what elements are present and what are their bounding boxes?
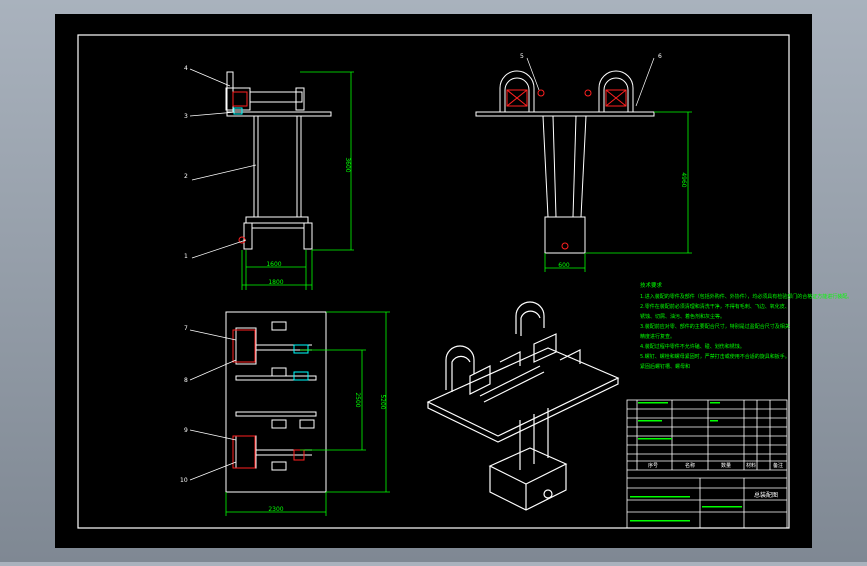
tb-col-name: 序号 bbox=[648, 462, 658, 469]
notes-line-7: 5.螺钉、螺栓和螺母紧固时，严禁打击或使用不合适的旋具和扳手。 bbox=[640, 353, 790, 360]
dim-plan-width: 2300 bbox=[268, 506, 283, 513]
notes-line-1: 1.进入装配的零件及部件（包括外购件、外协件），均必须具有检验部门的合格证方能进… bbox=[640, 293, 852, 300]
tb-col-qty: 名称 bbox=[685, 462, 695, 469]
dim-side-width: 600 bbox=[558, 262, 570, 269]
title-block-green-fields bbox=[630, 402, 742, 522]
plan-dimensions bbox=[225, 311, 390, 516]
side-leaders bbox=[526, 57, 655, 107]
sheet-background bbox=[55, 14, 812, 548]
callout-1: 1 bbox=[184, 253, 188, 260]
tb-drawing-name: 总装配图 bbox=[754, 491, 778, 499]
callout-4: 4 bbox=[184, 65, 188, 72]
callout-5: 5 bbox=[520, 53, 524, 60]
dim-front-inner: 1600 bbox=[266, 261, 281, 268]
notes-line-5: 精度进行复查。 bbox=[640, 333, 675, 340]
tb-col-extra: 备注 bbox=[773, 462, 783, 469]
tb-col-remark: 材料 bbox=[746, 462, 756, 469]
tb-col-material: 数量 bbox=[721, 462, 731, 469]
plan-leaders bbox=[189, 329, 237, 481]
plan-view-accents bbox=[232, 329, 309, 469]
technical-notes: 技术要求 1.进入装配的零件及部件（包括外购件、外协件），均必须具有检验部门的合… bbox=[640, 281, 852, 370]
notes-title: 技术要求 bbox=[640, 281, 663, 289]
side-view bbox=[475, 70, 655, 254]
front-view bbox=[225, 71, 332, 250]
callout-8: 8 bbox=[184, 377, 188, 384]
dim-side-height: 4960 bbox=[680, 172, 687, 187]
isometric-view bbox=[426, 301, 620, 511]
callout-3: 3 bbox=[184, 113, 188, 120]
notes-line-4: 3.装配前应对零、部件的主要配合尺寸，特别是过盈配合尺寸及相关 bbox=[640, 323, 790, 330]
side-view-accents bbox=[506, 89, 627, 250]
callout-10: 10 bbox=[180, 477, 188, 484]
callout-9: 9 bbox=[184, 427, 188, 434]
callout-7: 7 bbox=[184, 325, 188, 332]
front-dimensions bbox=[241, 71, 354, 290]
notes-line-3: 锈蚀、切屑、油污、着色剂和灰尘等。 bbox=[640, 313, 725, 320]
callout-6: 6 bbox=[658, 53, 662, 60]
notes-line-2: 2.零件在装配前必须清理和清洗干净，不得有毛刺、飞边、氧化皮、 bbox=[640, 303, 790, 310]
front-leaders bbox=[189, 68, 257, 259]
dim-plan-inner: 2500 bbox=[354, 392, 361, 407]
dim-plan-height: 5200 bbox=[379, 394, 386, 409]
notes-line-6: 4.装配过程中零件不允许磕、碰、划伤和锈蚀。 bbox=[640, 343, 745, 350]
notes-line-8: 紧固后螺钉槽、螺母和 bbox=[640, 363, 690, 370]
side-dimensions bbox=[544, 111, 692, 272]
dim-front-outer: 1800 bbox=[268, 279, 283, 286]
title-block bbox=[626, 399, 788, 529]
callout-2: 2 bbox=[184, 173, 188, 180]
dim-front-height: 3600 bbox=[344, 157, 351, 172]
drawing-border bbox=[77, 34, 790, 529]
